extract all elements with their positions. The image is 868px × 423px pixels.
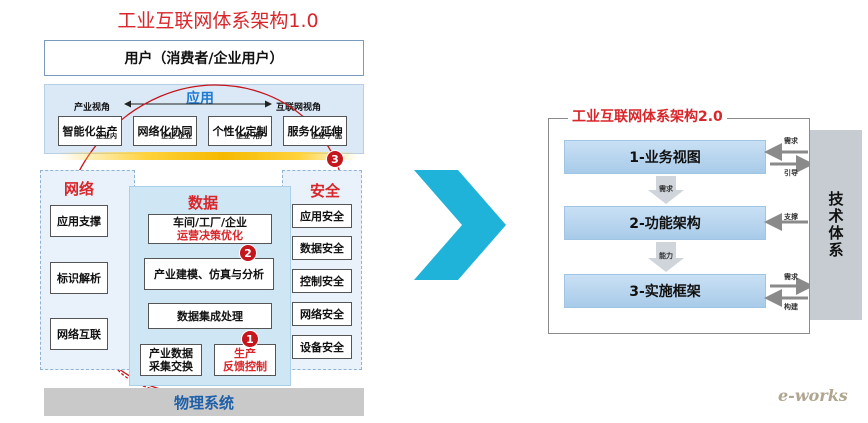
data-item-collection: 产业数据 采集交换 [140, 344, 202, 376]
collect-line1: 产业数据 [149, 347, 193, 360]
down-arrow-capability [648, 242, 684, 272]
v2-layer-business-view: 1-业务视图 [564, 140, 766, 174]
app-item-label: 服务化延伸 [287, 124, 343, 138]
data-item-feedback-control: 生产 反馈控制 [214, 344, 276, 376]
data-item-operation-optimization: 车间/工厂/企业 运营决策优化 [148, 214, 272, 244]
step-badge-2: 2 [239, 244, 257, 262]
security-item-data: 数据安全 [292, 236, 352, 260]
security-label: 安全 [310, 182, 341, 200]
network-item-identifier-resolution: 标识解析 [50, 262, 108, 294]
app-item-label: 个性化定制 [212, 124, 268, 138]
app-item-personalized-customization: 个性化定制 企业-用户 [208, 116, 272, 146]
network-item-interconnection: 网络互联 [50, 318, 108, 350]
app-item-tag: 企业-企业 [161, 132, 192, 140]
network-label: 网络 [64, 180, 95, 198]
side-label-top-upper: 需求 [784, 137, 798, 145]
application-label: 应用 [186, 91, 214, 107]
tech-system-box: 技术体系 [810, 130, 862, 320]
side-label-top-lower: 引导 [784, 169, 798, 177]
app-item-label: 网络化协同 [137, 124, 193, 138]
down-arrow-demand [648, 176, 684, 204]
side-label-middle: 支撑 [784, 213, 798, 221]
app-item-service-extension: 服务化延伸 企业-产品 [283, 116, 347, 146]
data-label: 数据 [188, 194, 219, 212]
side-label-bottom-upper: 需求 [784, 273, 798, 281]
v2-layer-implementation-framework: 3-实施框架 [564, 274, 766, 308]
data-item-integration: 数据集成处理 [148, 303, 272, 329]
collect-line2: 采集交换 [149, 360, 193, 373]
app-item-tag: 企业-用户 [236, 132, 267, 140]
app-item-label: 智能化生产 [62, 124, 118, 138]
network-item-app-support: 应用支撑 [50, 205, 108, 237]
users-box: 用户（消费者/企业用户） [44, 40, 364, 76]
feedback-line2: 反馈控制 [223, 360, 267, 373]
app-item-tag: 企业-产品 [311, 132, 342, 140]
security-item-network: 网络安全 [292, 302, 352, 326]
physical-system-bar: 物理系统 [44, 388, 364, 416]
app-item-network-collaboration: 网络化协同 企业-企业 [133, 116, 197, 146]
golden-highlight-bar [58, 152, 358, 160]
transition-arrow-icon [414, 170, 506, 280]
step-badge-3: 3 [326, 150, 344, 168]
industry-perspective-label: 产业视角 [74, 103, 111, 113]
data-top-line1: 车间/工厂/企业 [172, 216, 248, 229]
app-item-tag: 企业内 [96, 132, 117, 140]
step-badge-1: 1 [241, 330, 259, 348]
data-top-line2: 运营决策优化 [177, 229, 243, 242]
security-item-device: 设备安全 [292, 335, 352, 359]
feedback-line1: 生产 [234, 347, 256, 360]
side-label-bottom-lower: 构建 [784, 303, 798, 311]
security-item-control: 控制安全 [292, 269, 352, 293]
bottom-cycle-arrow [111, 359, 206, 396]
v2-layer-functional-architecture: 2-功能架构 [564, 206, 766, 240]
between-label-demand: 需求 [659, 185, 673, 193]
security-item-application: 应用安全 [292, 204, 352, 228]
eworks-logo: e-works [778, 386, 848, 405]
data-item-modeling-simulation: 产业建模、仿真与分析 [144, 258, 274, 290]
v2-title: 工业互联网体系架构2.0 [568, 106, 727, 126]
internet-perspective-label: 互联网视角 [276, 103, 322, 113]
v1-title: 工业互联网体系架构1.0 [117, 10, 319, 32]
app-item-smart-production: 智能化生产 企业内 [58, 116, 122, 146]
between-label-capability: 能力 [659, 252, 673, 260]
